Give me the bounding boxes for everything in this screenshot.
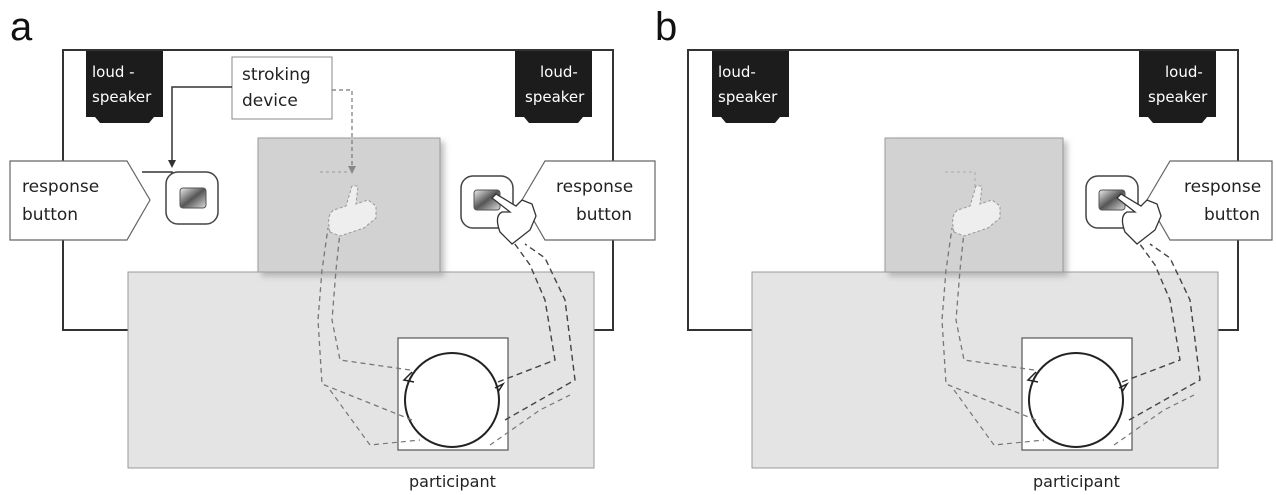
- response-button-right-label-2: button: [576, 205, 632, 225]
- response-button-left-callout: response button: [9, 160, 151, 241]
- loudspeaker-right: loud- speaker: [1139, 51, 1216, 123]
- loudspeaker-left-label-1: loud-: [718, 63, 756, 81]
- panel-b: b loud- speaker loud- speaker response b…: [655, 5, 1273, 491]
- hidden-hand: [952, 185, 1001, 237]
- response-button-right-callout: response button: [1146, 160, 1273, 241]
- loudspeaker-right-label-1: loud-: [1165, 63, 1203, 81]
- response-button-right-callout: response button: [521, 160, 656, 241]
- participant-label: participant: [1033, 472, 1120, 491]
- panel-letter-b: b: [655, 5, 677, 49]
- loudspeaker-right: loud- speaker: [515, 51, 592, 123]
- loudspeaker-right-label-2: speaker: [525, 88, 585, 106]
- loudspeaker-left: loud - speaker: [86, 51, 163, 123]
- left-arm-dashed: [331, 209, 411, 371]
- response-button-right-label-1: response: [1184, 177, 1261, 197]
- response-button-right-label-1: response: [556, 177, 633, 197]
- visible-hand: [491, 193, 537, 245]
- panel-letter-a: a: [10, 5, 33, 49]
- loudspeaker-left: loud- speaker: [712, 51, 789, 123]
- response-button-right-label-2: button: [1204, 205, 1260, 225]
- stroking-device-dashed-line: [332, 89, 353, 168]
- response-button-left: [142, 171, 219, 225]
- right-arm-dashed: [1121, 239, 1181, 383]
- loudspeaker-right-label-2: speaker: [1148, 88, 1208, 106]
- stroking-device-label: stroking device: [231, 56, 333, 120]
- panel-a: a loud - speaker loud- speaker stroking …: [9, 5, 656, 491]
- participant-label: participant: [409, 472, 496, 491]
- left-arm-dashed: [955, 209, 1035, 371]
- stroking-device-arrow: [171, 86, 232, 162]
- loudspeaker-left-label-2: speaker: [92, 88, 152, 106]
- table: [751, 271, 1219, 469]
- response-button-left-label-2: button: [22, 205, 78, 225]
- dashed-arrow-head: [348, 166, 356, 174]
- participant: [1021, 337, 1133, 451]
- right-arm-dashed: [497, 239, 556, 383]
- response-button-left-label-1: response: [22, 177, 99, 197]
- participant: [397, 337, 509, 451]
- loudspeaker-left-label-2: speaker: [718, 88, 778, 106]
- stroking-device-label-2: device: [242, 91, 298, 111]
- loudspeaker-left-label-1: loud -: [92, 63, 135, 81]
- loudspeaker-right-label-1: loud-: [540, 63, 578, 81]
- arrow-head: [168, 160, 176, 168]
- visible-hand: [1116, 193, 1162, 245]
- hidden-hand: [328, 185, 377, 237]
- stroking-device-label-1: stroking: [242, 65, 311, 85]
- table: [127, 271, 595, 469]
